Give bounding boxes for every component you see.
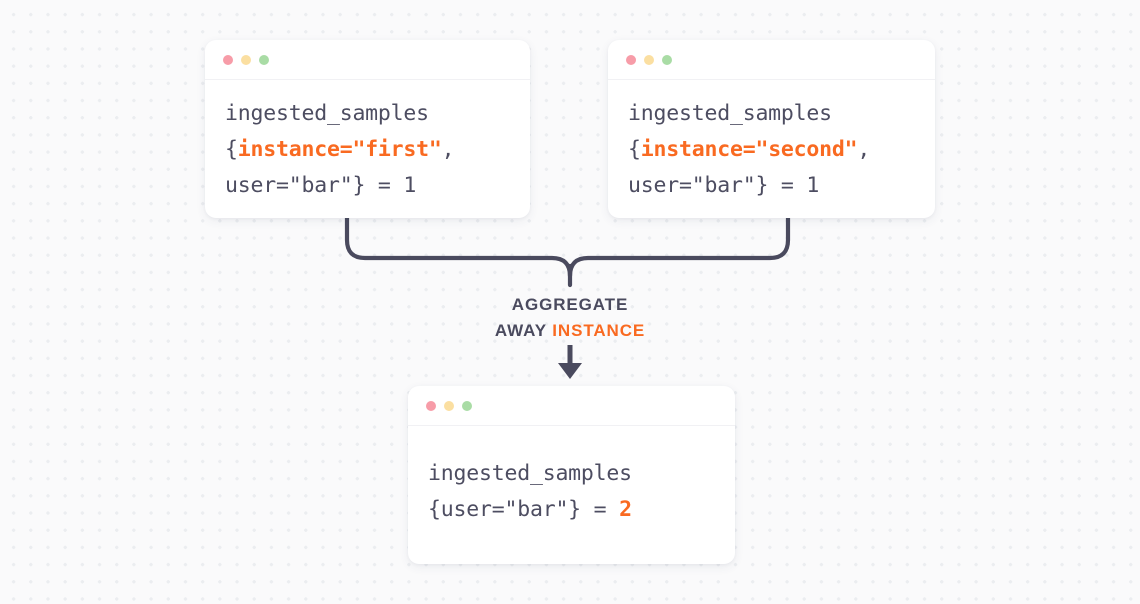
open-brace: {: [628, 137, 641, 162]
window-maximize-dot-icon[interactable]: [259, 54, 269, 65]
window-minimize-dot-icon[interactable]: [444, 400, 454, 411]
window-minimize-dot-icon[interactable]: [644, 54, 654, 65]
metric-name: ingested_samples: [428, 461, 632, 486]
card-code-body: ingested_samples {instance="first", user=…: [205, 80, 530, 218]
window-close-dot-icon[interactable]: [426, 400, 436, 411]
aggregate-label-line2: AWAY INSTANCE: [380, 318, 760, 344]
merge-brace-path: [344, 215, 791, 279]
card-titlebar: [608, 40, 935, 80]
remaining-labels: {user="bar"} =: [428, 497, 620, 522]
window-close-dot-icon[interactable]: [626, 54, 636, 65]
card-second-instance: ingested_samples {instance="second", user…: [608, 40, 935, 218]
card-code-body: ingested_samples {user="bar"} = 2: [408, 426, 735, 546]
remaining-labels: , user="bar"} = 1: [225, 137, 455, 198]
instance-label-highlight: instance="first": [237, 137, 442, 162]
aggregate-away-label: AGGREGATE AWAY INSTANCE: [380, 292, 760, 344]
instance-label-highlight: instance="second": [640, 137, 858, 162]
card-code-body: ingested_samples {instance="second", user…: [608, 80, 935, 218]
metric-name: ingested_samples: [225, 101, 429, 126]
window-maximize-dot-icon[interactable]: [662, 54, 672, 65]
aggregated-value: 2: [619, 497, 632, 522]
window-minimize-dot-icon[interactable]: [241, 54, 251, 65]
window-close-dot-icon[interactable]: [223, 54, 233, 65]
aggregate-label-instance: INSTANCE: [552, 321, 646, 340]
metric-name: ingested_samples: [628, 101, 832, 126]
arrow-head-icon: [558, 363, 582, 379]
card-aggregated-result: ingested_samples {user="bar"} = 2: [408, 386, 735, 564]
open-brace: {: [225, 137, 238, 162]
remaining-labels: , user="bar"} = 1: [628, 137, 871, 198]
card-first-instance: ingested_samples {instance="first", user=…: [205, 40, 530, 218]
aggregate-label-line1: AGGREGATE: [511, 295, 629, 314]
card-titlebar: [205, 40, 530, 80]
window-maximize-dot-icon[interactable]: [462, 400, 472, 411]
card-titlebar: [408, 386, 735, 426]
aggregate-label-away: AWAY: [494, 321, 553, 340]
